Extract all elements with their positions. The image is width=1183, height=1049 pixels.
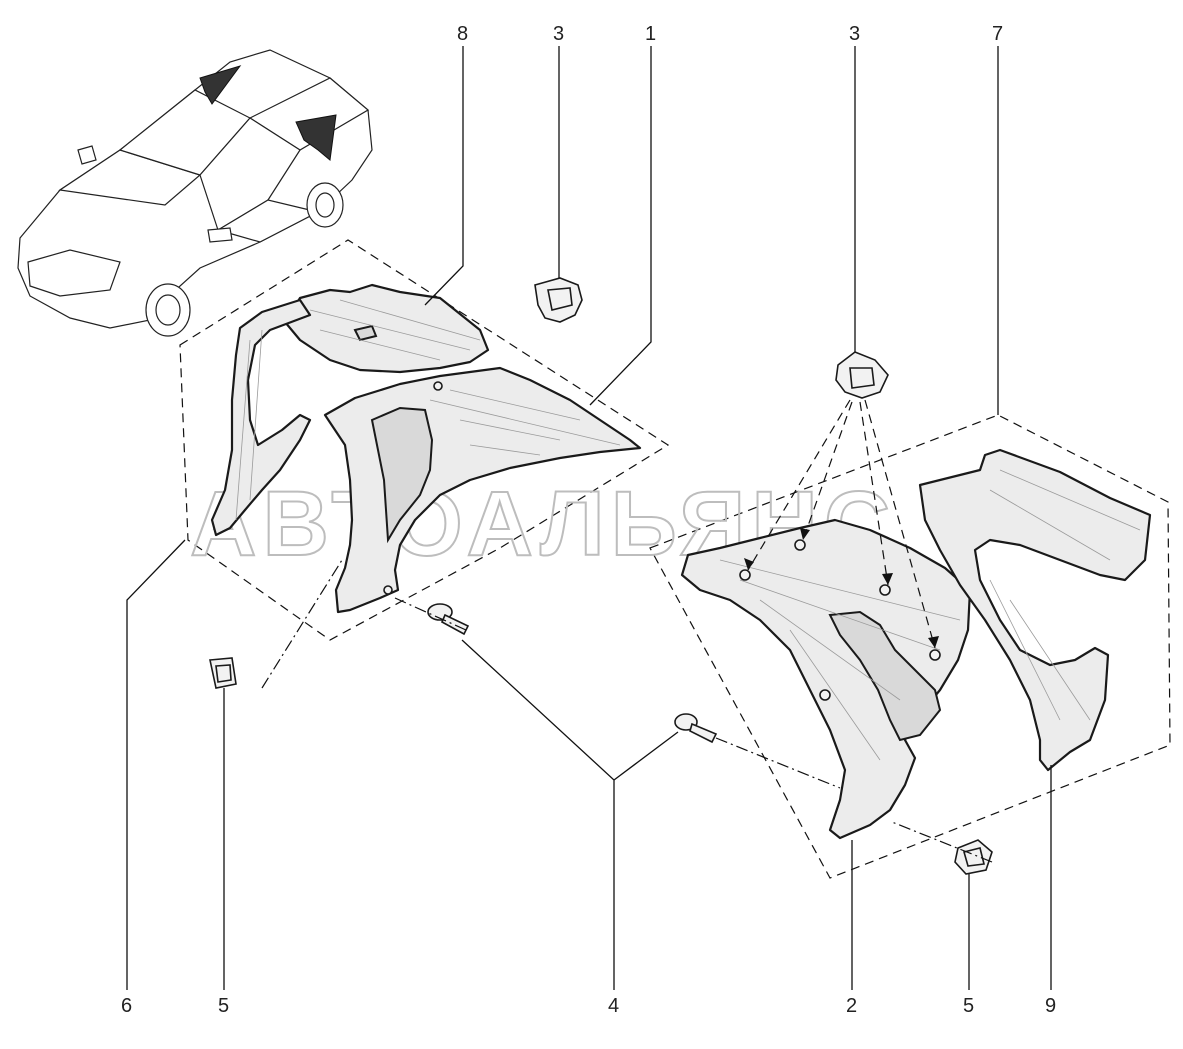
mounting-lines <box>261 559 993 863</box>
callout-5-left: 5 <box>218 995 229 1017</box>
vehicle-overview <box>17 49 373 337</box>
nut-5-right <box>954 839 993 875</box>
callout-3-right: 3 <box>849 23 860 45</box>
callout-6: 6 <box>121 995 132 1017</box>
part-9-pillar-trim <box>918 448 1152 772</box>
clip-3-right <box>835 351 889 399</box>
callout-1: 1 <box>645 23 656 45</box>
callout-9: 9 <box>1045 995 1056 1017</box>
left-assembly-outline <box>179 239 670 641</box>
part-2-wheelarch-trim <box>680 518 972 840</box>
right-assembly-outline <box>649 414 1171 879</box>
part-6-pillar-trim <box>210 298 312 537</box>
nut-5-left <box>209 657 237 689</box>
callout-5-right: 5 <box>963 995 974 1017</box>
callout-4: 4 <box>608 995 619 1017</box>
part-1-wheelarch-trim <box>323 366 642 614</box>
screw-4-left <box>427 603 470 636</box>
callout-3-left: 3 <box>553 23 564 45</box>
screw-4-right <box>674 713 718 744</box>
callout-7: 7 <box>992 23 1003 45</box>
clip-3-left <box>534 277 583 323</box>
clip-assembly-arrows <box>744 399 939 649</box>
callout-8: 8 <box>457 23 468 45</box>
callout-2: 2 <box>846 995 857 1017</box>
callout-labels: 8 3 1 3 7 6 5 4 2 5 9 <box>121 23 1056 1017</box>
part-8-upper-trim <box>283 283 490 374</box>
leader-lines <box>126 46 1052 990</box>
